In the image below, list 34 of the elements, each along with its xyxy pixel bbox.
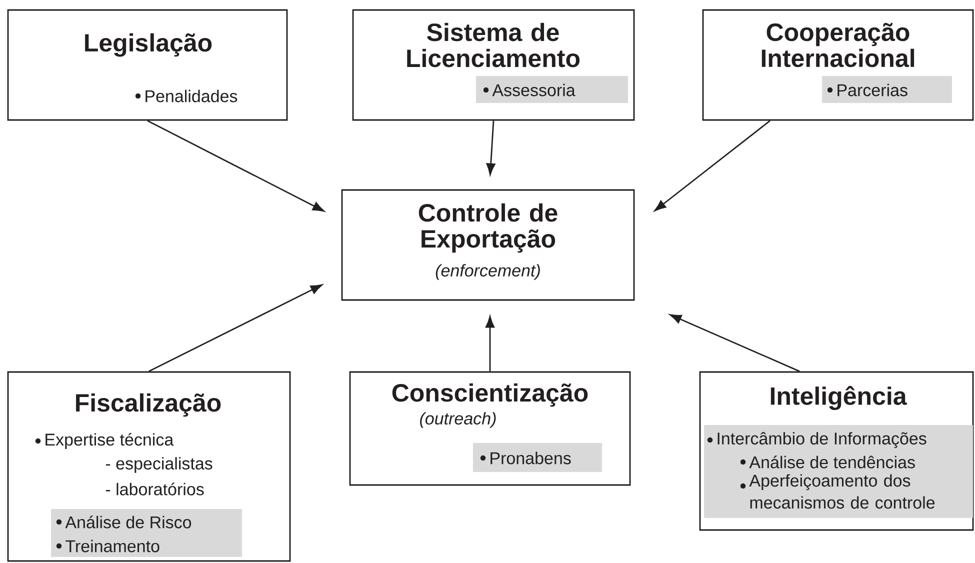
subtitle: (outreach) [420, 412, 496, 428]
sub-item: - especialistas [106, 457, 212, 473]
bullet-item: Intercâmbio de Informações [718, 432, 926, 448]
bullet-item: Expertise técnica [46, 432, 174, 450]
subtitle: (enforcement) [436, 264, 540, 280]
box-title: Controle de Exportação [418, 203, 558, 253]
arrow [486, 316, 495, 372]
highlight-panel [822, 76, 952, 103]
bullet-item: Aperfeiçoamento dos mecanismos de controle [749, 474, 935, 509]
bullet-item: Pronabens [490, 452, 571, 464]
arrow [486, 120, 496, 175]
box-title: Sistema de Licenciamento [407, 22, 580, 68]
highlight-panel [476, 76, 628, 103]
bullet-item: Assessoria [492, 84, 576, 96]
bullet-item: Penalidades [146, 90, 238, 102]
process-box [341, 189, 635, 301]
arrow [654, 120, 770, 212]
highlight-panel [704, 425, 973, 518]
box-title: Conscientização [392, 383, 588, 407]
process-box [7, 9, 288, 121]
arrow [147, 120, 324, 212]
sub-item: - laboratórios [106, 482, 204, 496]
bullet-item: Análise de Risco [65, 516, 192, 528]
bullet-item: Parcerias [838, 84, 908, 96]
arrow [670, 314, 800, 372]
box-title: Inteligência [770, 386, 907, 410]
highlight-panel [51, 509, 242, 557]
bullet-item: Treinamento [66, 540, 160, 552]
highlight-panel [473, 443, 602, 472]
box-title: Cooperação Internacional [762, 22, 914, 68]
box-title: Legislação [85, 33, 212, 57]
bullet-item: Análise de tendências [749, 456, 915, 468]
box-title: Fiscalização [76, 393, 221, 417]
arrow [148, 284, 322, 372]
